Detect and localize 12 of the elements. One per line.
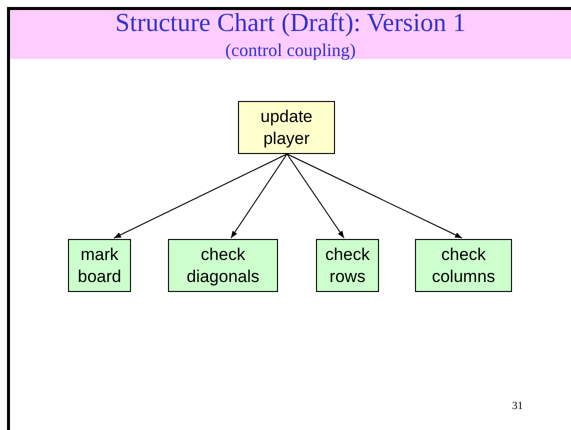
module-box: update player bbox=[238, 101, 335, 154]
arrow bbox=[286, 154, 462, 238]
submodule-box: check diagonals bbox=[168, 239, 278, 292]
submodule-box: mark board bbox=[68, 239, 131, 292]
page-number: 31 bbox=[512, 400, 523, 412]
submodule-box: check columns bbox=[415, 239, 512, 292]
arrow bbox=[114, 154, 288, 238]
subtitle: (control coupling) bbox=[225, 40, 356, 61]
arrow bbox=[286, 154, 344, 238]
arrow bbox=[230, 154, 288, 238]
submodule-box: check rows bbox=[316, 239, 379, 292]
title: Structure Chart (Draft): Version 1 bbox=[115, 8, 466, 38]
